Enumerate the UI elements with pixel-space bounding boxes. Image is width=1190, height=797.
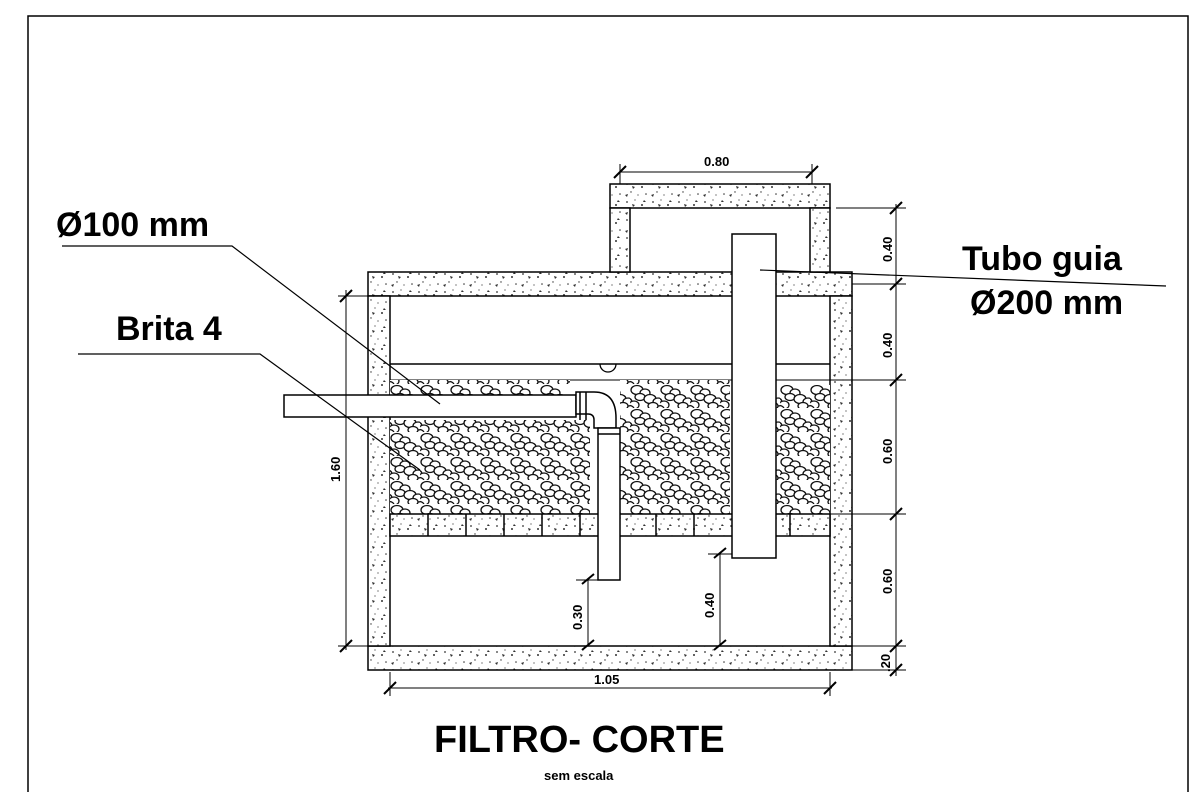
right-wall — [829, 295, 853, 647]
dim-right-1: 0.40 — [880, 237, 895, 262]
sheet-border — [27, 15, 1189, 797]
bottom-slab — [367, 645, 853, 671]
dim-inner-tube-gap: 0.40 — [702, 593, 717, 618]
chimney-top-slab — [609, 183, 831, 209]
drawing-subtitle: sem escala — [544, 768, 614, 783]
leader-lines — [62, 245, 1167, 471]
dim-right-2: 0.40 — [880, 333, 895, 358]
label-gravel: Brita 4 — [116, 310, 222, 348]
dim-total-height: 1.60 — [328, 457, 343, 482]
leader-guide-tube — [759, 269, 1167, 287]
left-wall — [367, 295, 391, 647]
dimension-lines — [338, 164, 906, 696]
dim-right-4: 0.60 — [880, 569, 895, 594]
gravel-zone-right — [776, 385, 830, 514]
label-pipe-diameter: Ø100 mm — [56, 206, 209, 244]
guide-tube — [731, 233, 777, 559]
label-guide-tube-line2: Ø200 mm — [970, 284, 1123, 322]
label-guide-tube-line1: Tubo guia — [962, 240, 1123, 278]
chimney-left-wall — [609, 207, 631, 273]
gravel-zone-left — [390, 420, 590, 514]
dim-inner-pipe-gap: 0.30 — [570, 605, 585, 630]
water-level-mark — [599, 363, 617, 373]
tank-walls — [367, 183, 853, 671]
leader-pipe — [62, 245, 441, 405]
drawing-title: FILTRO- CORTE — [434, 719, 725, 761]
top-slab — [367, 271, 853, 297]
gravel-bed — [390, 380, 830, 514]
inlet-pipe — [283, 391, 621, 581]
leader-gravel — [78, 353, 421, 471]
dim-right-5: .20 — [878, 654, 893, 672]
dim-top-width: 0.80 — [704, 154, 729, 169]
gravel-zone-mid — [620, 380, 730, 514]
chimney-right-wall — [809, 207, 831, 273]
dim-right-3: 0.60 — [880, 439, 895, 464]
dim-bottom-width: 1.05 — [594, 672, 619, 687]
